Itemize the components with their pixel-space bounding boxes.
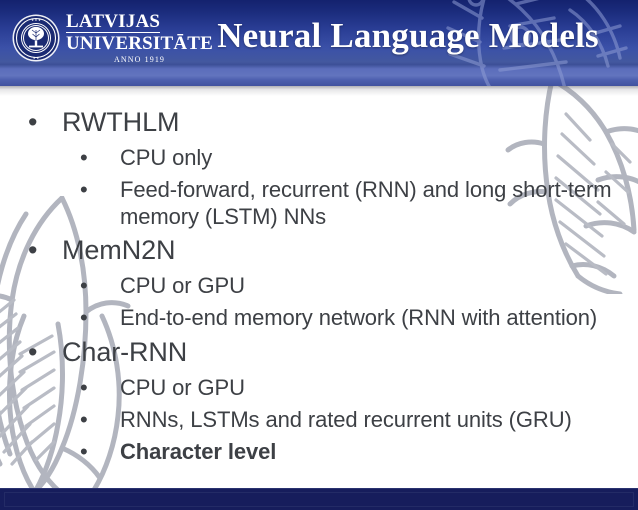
- logo-line-latvijas: LATVIJAS: [66, 11, 161, 33]
- bullet-icon: •: [80, 177, 88, 202]
- svg-text:★ ★ ★: ★ ★ ★: [31, 18, 41, 22]
- slide-body: • RWTHLM • CPU only • Feed-forward, recu…: [0, 96, 638, 488]
- list-item: • MemN2N: [28, 234, 628, 267]
- bullet-icon: •: [80, 407, 88, 432]
- university-logo: ★ ★ ★ ★ ★ LATVIJAS UNIVERSITĀTE ANNO 191…: [11, 8, 213, 68]
- arrow-head-ornament-icon: [446, 0, 628, 86]
- bullet-icon: •: [28, 107, 38, 137]
- list-item: • RNNs, LSTMs and rated recurrent units …: [80, 406, 636, 433]
- list-item-label: CPU or GPU: [120, 375, 245, 400]
- list-item: • CPU or GPU: [80, 272, 636, 299]
- list-item-label: RWTHLM: [62, 107, 180, 137]
- list-item-label: Char-RNN: [62, 337, 188, 367]
- bullet-icon: •: [80, 305, 88, 330]
- bullet-icon: •: [80, 375, 88, 400]
- bullet-icon: •: [80, 273, 88, 298]
- logo-line-universitate: UNIVERSITĀTE: [66, 33, 214, 54]
- list-item-label: End-to-end memory network (RNN with atte…: [120, 305, 598, 330]
- list-item-label: MemN2N: [62, 235, 176, 265]
- list-item-label: CPU only: [120, 145, 213, 170]
- list-item: • Char-RNN: [28, 336, 628, 369]
- bullet-icon: •: [28, 337, 38, 367]
- list-item-label: Character level: [120, 439, 277, 464]
- list-item-label: RNNs, LSTMs and rated recurrent units (G…: [120, 407, 572, 432]
- university-seal-tree-icon: ★ ★ ★ ★ ★: [12, 14, 60, 62]
- logo-anno-text: ANNO 1919: [114, 55, 166, 64]
- logo-wordmark: LATVIJAS UNIVERSITĀTE ANNO 1919: [66, 12, 213, 64]
- bullet-icon: •: [80, 439, 88, 464]
- header-shadow: [0, 86, 638, 96]
- footer-bar: [0, 488, 638, 510]
- list-item: • Character level: [80, 438, 636, 465]
- slide-header: ★ ★ ★ ★ ★ LATVIJAS UNIVERSITĀTE ANNO 191…: [0, 0, 638, 86]
- list-item: • CPU or GPU: [80, 374, 636, 401]
- page-title: Neural Language Models: [217, 16, 599, 55]
- list-item: • Feed-forward, recurrent (RNN) and long…: [80, 176, 636, 230]
- list-item: • RWTHLM: [28, 106, 628, 139]
- bullet-icon: •: [28, 235, 38, 265]
- list-item-label: CPU or GPU: [120, 273, 245, 298]
- svg-text:★ ★: ★ ★: [33, 56, 39, 60]
- list-item-label: Feed-forward, recurrent (RNN) and long s…: [120, 177, 612, 229]
- bullet-icon: •: [80, 145, 88, 170]
- list-item: • CPU only: [80, 144, 636, 171]
- list-item: • End-to-end memory network (RNN with at…: [80, 304, 636, 331]
- footer-inner-border: [4, 492, 634, 507]
